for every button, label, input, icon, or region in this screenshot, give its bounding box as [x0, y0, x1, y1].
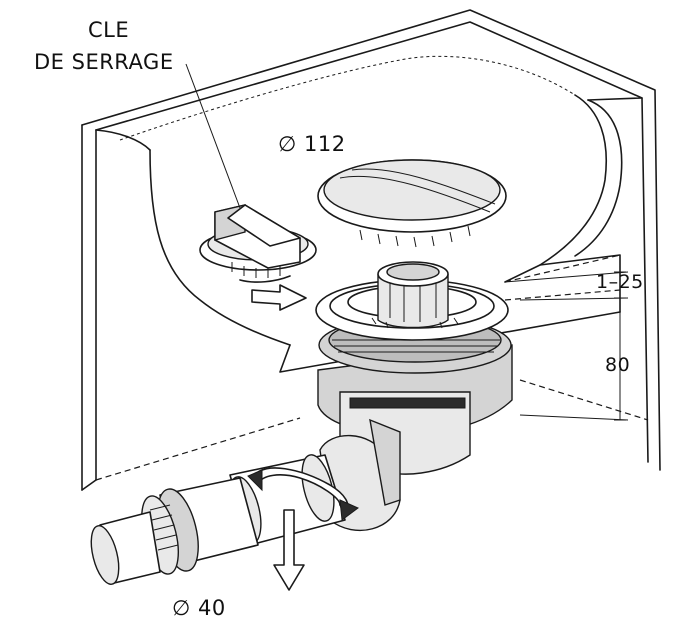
- shower-tray: [81, 9, 661, 491]
- drain-cover: [317, 159, 507, 248]
- adjust-range-label: 1–25: [596, 271, 644, 293]
- dimension-lines: [504, 271, 629, 421]
- tightening-key: [199, 204, 317, 283]
- key-label-line1: CLE: [88, 18, 130, 42]
- insert-arrow: [251, 284, 307, 311]
- cover-diameter-label: ∅ 112: [278, 132, 346, 156]
- outlet-pipe: [90, 418, 401, 585]
- down-arrow: [273, 509, 305, 591]
- outlet-diameter-label: ∅ 40: [172, 596, 226, 620]
- key-leader: [185, 63, 241, 209]
- rotation-arrow: [247, 467, 359, 521]
- height-label: 80: [605, 354, 631, 376]
- key-label-line2: DE SERRAGE: [34, 50, 174, 74]
